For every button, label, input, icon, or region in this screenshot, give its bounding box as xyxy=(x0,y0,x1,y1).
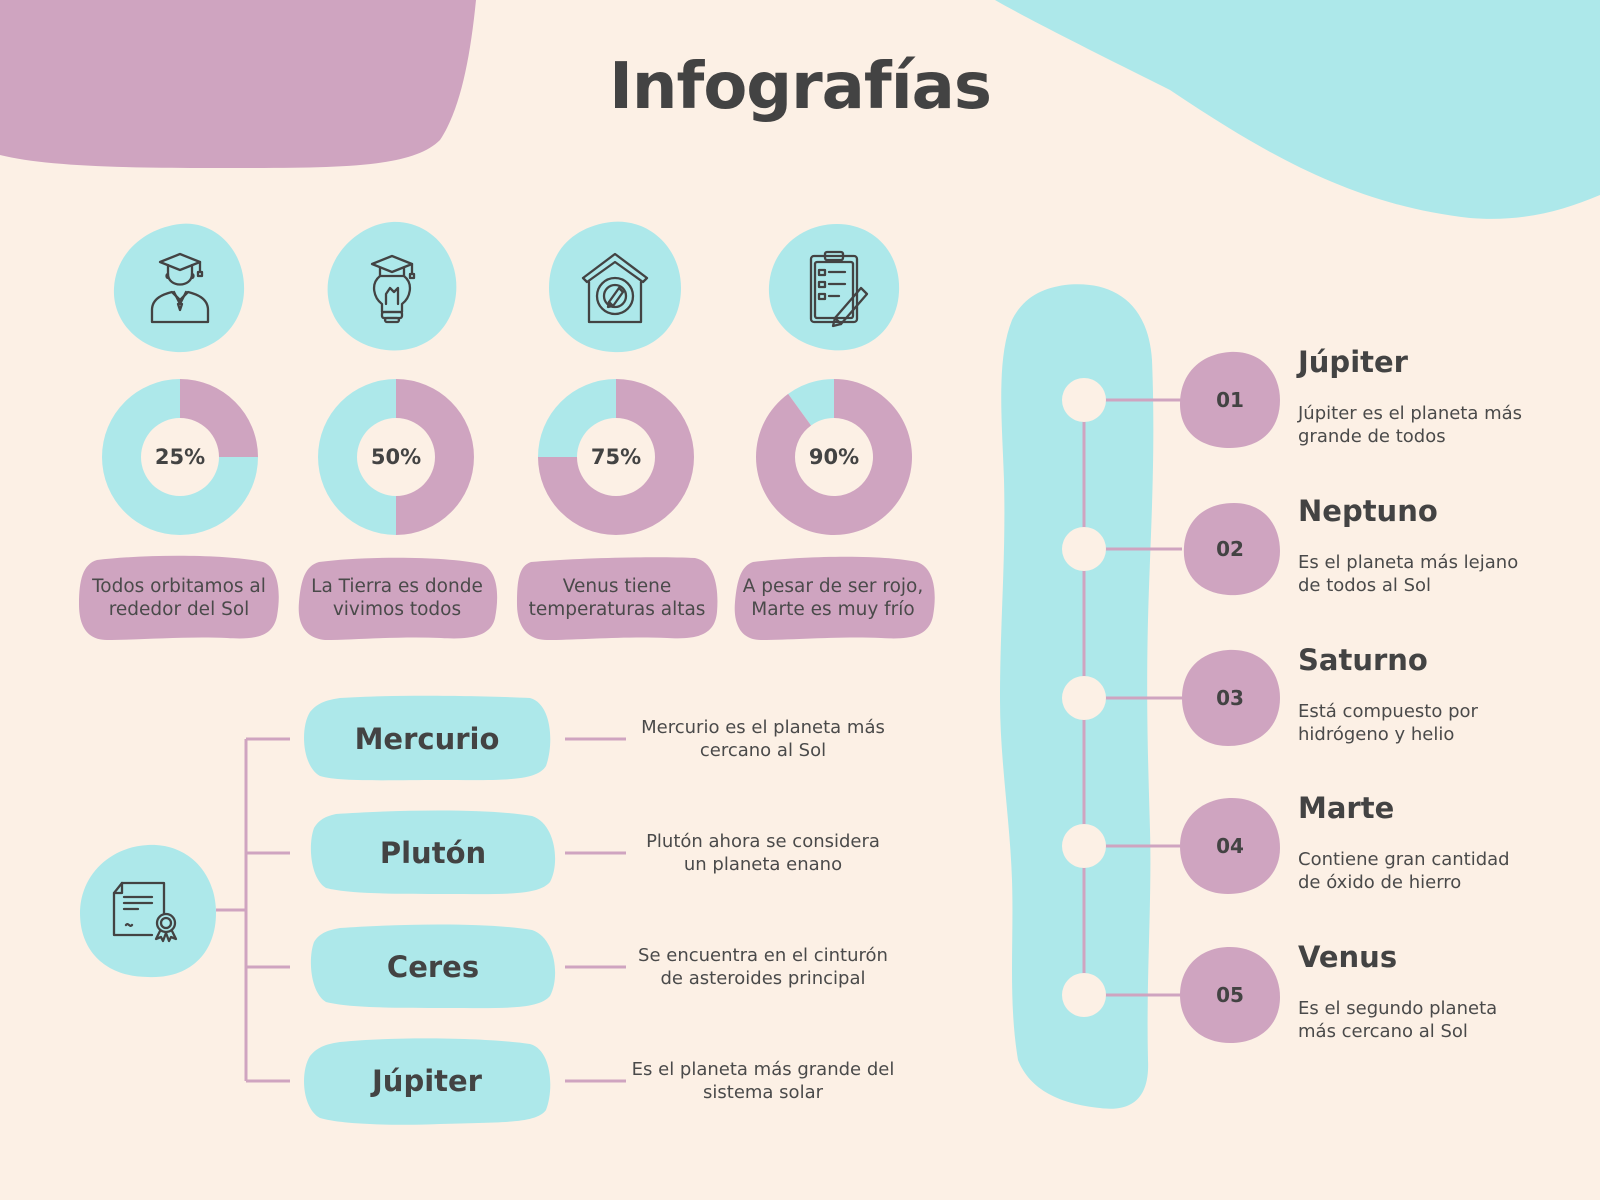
donut-remainder-slice xyxy=(538,379,616,457)
tree-item-pill: Ceres xyxy=(306,922,560,1012)
tree-item-pill: Plutón xyxy=(306,808,560,898)
desc-line: un planeta enano xyxy=(683,854,843,875)
caption-line: rededor del Sol xyxy=(108,599,250,620)
timeline-title: Júpiter xyxy=(1298,345,1408,379)
donut-chart: 50% xyxy=(316,377,476,537)
donut-value-slice xyxy=(538,379,694,535)
desc-line: Júpiter es el planeta más xyxy=(1298,403,1523,424)
desc-line: Es el planeta más grande del xyxy=(631,1059,895,1080)
graduate-icon xyxy=(150,252,210,324)
certificate-icon xyxy=(112,881,178,943)
donut-value-slice xyxy=(396,379,474,535)
donut-value-slice xyxy=(180,379,258,457)
desc-line: Mercurio es el planeta más xyxy=(641,717,885,738)
timeline-number: 01 xyxy=(1216,388,1244,412)
stat-icon-badge xyxy=(322,218,462,358)
stat-icon-badge xyxy=(765,218,905,358)
timeline-title: Saturno xyxy=(1298,643,1428,677)
donut-chart: 90% xyxy=(754,377,914,537)
tree-item-pill: Júpiter xyxy=(300,1036,554,1126)
caption-line: Todos orbitamos al xyxy=(92,576,266,597)
donut-percent-label: 75% xyxy=(590,445,642,469)
caption-line: temperaturas altas xyxy=(528,599,706,620)
top-right-blob xyxy=(995,0,1600,219)
timeline-node xyxy=(1062,824,1106,868)
timeline-node xyxy=(1062,527,1106,571)
donut-percent-label: 25% xyxy=(154,445,206,469)
stat-caption: A pesar de ser rojo,Marte es muy frío xyxy=(731,554,935,642)
timeline-number: 05 xyxy=(1216,983,1244,1007)
timeline-number: 02 xyxy=(1216,537,1244,561)
timeline-number-badge: 04 xyxy=(1178,796,1282,896)
tree-item-name: Mercurio xyxy=(354,722,500,756)
desc-line: Es el segundo planeta xyxy=(1298,998,1498,1019)
caption-line: La Tierra es donde xyxy=(311,576,483,597)
timeline-number-badge: 02 xyxy=(1178,499,1282,599)
timeline-number-badge: 05 xyxy=(1178,945,1282,1045)
caption-line: Marte es muy frío xyxy=(751,599,915,620)
desc-line: Plutón ahora se considera xyxy=(646,831,880,852)
donut-remainder-slice xyxy=(101,379,258,535)
caption-line: A pesar de ser rojo, xyxy=(742,576,924,597)
timeline-node xyxy=(1062,378,1106,422)
desc-line: Es el planeta más lejano xyxy=(1298,552,1519,573)
timeline-node xyxy=(1062,676,1106,720)
donut-remainder-slice xyxy=(788,379,834,426)
caption-line: Venus tiene xyxy=(562,576,672,597)
lightbulb-graduation-icon xyxy=(370,254,416,324)
desc-line: más cercano al Sol xyxy=(1298,1021,1468,1042)
desc-line: sistema solar xyxy=(703,1082,823,1103)
stat-icon-badge xyxy=(110,218,250,358)
house-gear-icon xyxy=(581,252,649,324)
timeline-title: Neptuno xyxy=(1298,494,1438,528)
donut-value-slice xyxy=(756,379,912,535)
timeline-number-badge: 03 xyxy=(1178,648,1282,748)
donut-remainder-slice xyxy=(318,379,396,535)
desc-line: cercano al Sol xyxy=(699,740,827,761)
tree-item-name: Ceres xyxy=(386,950,480,984)
donut-chart: 75% xyxy=(536,377,696,537)
timeline-title: Venus xyxy=(1298,940,1398,974)
desc-line: de asteroides principal xyxy=(660,968,866,989)
tree-item-name: Júpiter xyxy=(372,1064,482,1098)
timeline-node xyxy=(1062,973,1106,1017)
donut-percent-label: 90% xyxy=(808,445,860,469)
tree-item-pill: Mercurio xyxy=(300,694,554,784)
clipboard-checklist-icon xyxy=(809,250,869,328)
desc-line: Está compuesto por xyxy=(1298,701,1478,722)
timeline-title: Marte xyxy=(1298,791,1395,825)
tree-root xyxy=(78,843,218,983)
donut-chart: 25% xyxy=(100,377,260,537)
desc-line: hidrógeno y helio xyxy=(1298,724,1455,745)
donut-percent-label: 50% xyxy=(370,445,422,469)
caption-line: vivimos todos xyxy=(332,599,462,620)
page-title: Infografías xyxy=(609,50,992,124)
desc-line: de todos al Sol xyxy=(1298,575,1432,596)
stat-icon-badge xyxy=(545,218,685,358)
tree-item-name: Plutón xyxy=(379,836,487,870)
top-left-blob xyxy=(0,0,476,169)
timeline-number: 04 xyxy=(1216,834,1244,858)
desc-line: Se encuentra en el cinturón xyxy=(638,945,888,966)
desc-line: grande de todos xyxy=(1298,426,1446,447)
timeline-number-badge: 01 xyxy=(1178,350,1282,450)
desc-line: Contiene gran cantidad xyxy=(1298,849,1510,870)
desc-line: de óxido de hierro xyxy=(1298,872,1462,893)
timeline-number: 03 xyxy=(1216,686,1244,710)
